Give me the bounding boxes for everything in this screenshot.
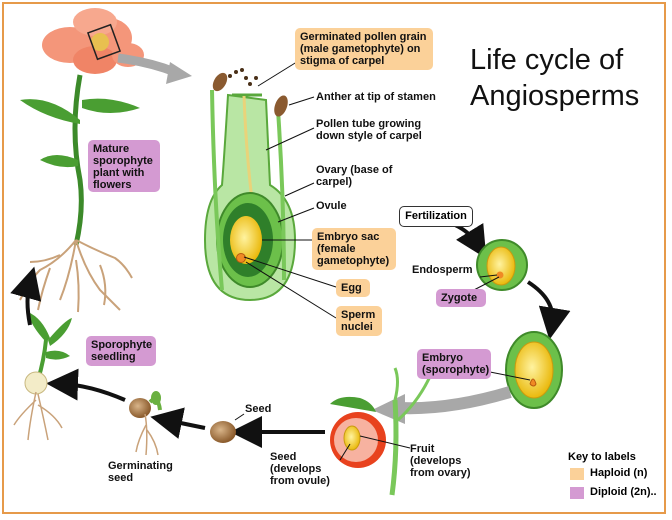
label-fertilization: Fertilization [399, 206, 473, 227]
key-diploid-swatch [570, 487, 584, 499]
key-diploid-label: Diploid (2n).. [590, 486, 657, 498]
carpel [203, 68, 297, 302]
flower [42, 8, 144, 74]
roots [19, 239, 133, 313]
key-title: Key to labels [568, 451, 636, 463]
label-zygote: Zygote [436, 289, 486, 307]
title-line-2: Angiosperms [470, 80, 640, 112]
label-seed: Seed [245, 403, 272, 415]
key-haploid-swatch [570, 468, 584, 480]
label-sperm: Sperm nuclei [336, 306, 382, 336]
label-anther: Anther at tip of stamen [316, 91, 436, 103]
label-sporophyte-seedling: Sporophyte seedling [86, 336, 156, 366]
label-embryo-sac: Embryo sac (female gametophyte) [312, 228, 396, 270]
label-egg: Egg [336, 279, 370, 297]
label-mature-sporophyte: Mature sporophyte plant with flowers [88, 140, 160, 192]
seedling [13, 312, 72, 441]
diagram-frame [2, 2, 666, 514]
label-ovule: Ovule [316, 200, 347, 212]
embryo-ovule [489, 331, 563, 409]
germinating-seed [129, 391, 162, 456]
title-line-1: Life cycle of [470, 44, 624, 76]
label-germinated-pollen: Germinated pollen grain (male gametophyt… [295, 28, 433, 70]
key-haploid-label: Haploid (n) [590, 467, 648, 479]
fruit [330, 367, 434, 496]
label-endosperm: Endosperm [412, 264, 473, 276]
label-ovary: Ovary (base of carpel) [316, 164, 393, 188]
label-pollen-tube: Pollen tube growing down style of carpel [316, 118, 422, 142]
label-seed-develops: Seed (develops from ovule) [270, 451, 330, 487]
zygote-ovule [469, 239, 528, 293]
label-germinating-seed: Germinating seed [108, 460, 173, 484]
diagram-title: Life cycle of Angiosperms [470, 42, 670, 114]
seed [210, 421, 236, 443]
label-fruit: Fruit (develops from ovary) [410, 443, 471, 479]
label-embryo: Embryo (sporophyte) [417, 349, 491, 379]
